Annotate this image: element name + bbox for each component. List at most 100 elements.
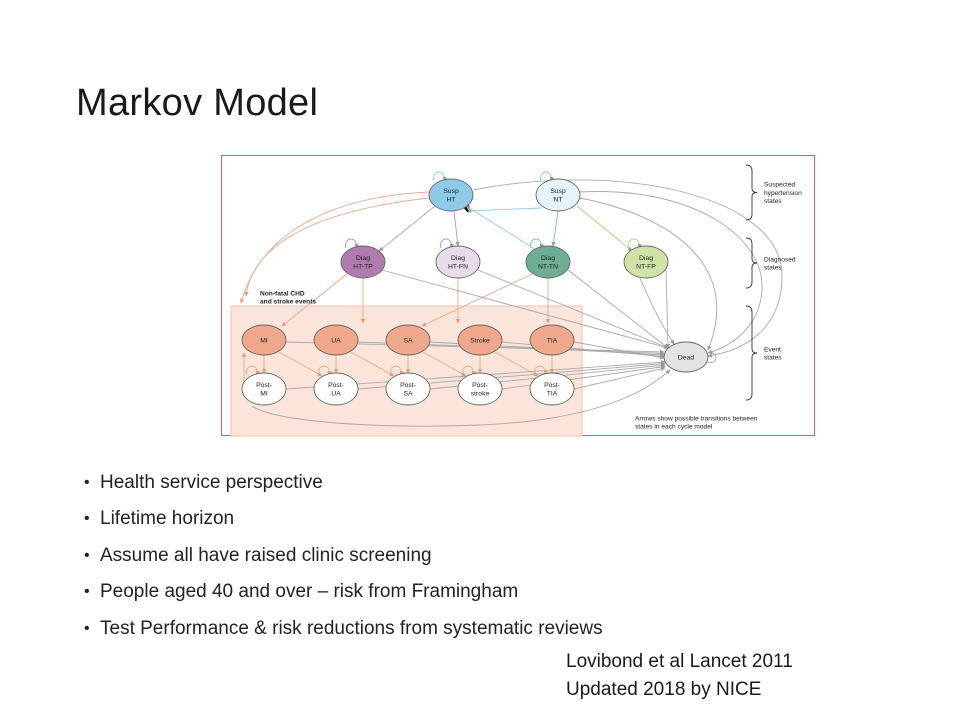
citation: Lovibond et al Lancet 2011 Updated 2018 … xyxy=(566,648,793,704)
state-ellipse xyxy=(428,178,474,212)
transition-arrow xyxy=(501,341,665,359)
state-label-tia: TIA xyxy=(547,337,558,344)
citation-line-1: Lovibond et al Lancet 2011 xyxy=(566,651,793,672)
bullet-item: • Health service perspective xyxy=(84,470,603,506)
state-node-dead: Dead xyxy=(663,341,709,373)
state-node-mi: MI xyxy=(241,324,287,356)
state-ellipse xyxy=(241,372,287,406)
state-ellipse xyxy=(529,324,575,356)
transition-arrow xyxy=(477,269,669,349)
bullet-dot: • xyxy=(84,474,90,491)
state-ellipse xyxy=(623,245,669,279)
transition-arrow xyxy=(453,210,460,247)
transition-arrow xyxy=(540,171,555,182)
bullet-item: •People aged 40 and over – risk from Fra… xyxy=(84,579,603,615)
state-label-post-mi: Post-MI xyxy=(256,382,272,397)
state-ellipse xyxy=(457,372,503,406)
bullet-text: Test Performance & risk reductions from … xyxy=(100,617,603,639)
state-label-post-stroke: Post-stroke xyxy=(471,382,490,397)
transition-arrow xyxy=(251,369,671,427)
transition-arrow xyxy=(281,273,348,327)
state-ellipse xyxy=(663,341,709,373)
bracket-icon xyxy=(745,305,758,401)
state-ellipse xyxy=(340,245,386,279)
transition-arrow xyxy=(433,171,448,182)
state-label-mi: MI xyxy=(260,337,268,344)
transition-arrow xyxy=(246,365,261,376)
state-ellipse xyxy=(457,324,503,356)
state-ellipse xyxy=(529,372,575,406)
state-ellipse xyxy=(313,324,359,356)
transition-arrow xyxy=(345,238,360,249)
transition-arrow xyxy=(239,191,430,304)
state-ellipse xyxy=(385,372,431,406)
transition-arrow xyxy=(665,269,671,349)
transition-arrow xyxy=(530,238,545,249)
transition-arrow xyxy=(705,349,717,364)
bullet-dot: • xyxy=(84,619,90,637)
citation-line-2: Updated 2018 by NICE xyxy=(566,679,762,700)
transition-arrow xyxy=(350,351,395,377)
transition-arrow xyxy=(628,238,643,249)
transition-arrow xyxy=(579,197,718,351)
state-label-post-ua: Post-UA xyxy=(328,382,344,397)
bullet-item: • Test Performance & risk reductions from… xyxy=(84,616,603,652)
state-ellipse xyxy=(435,245,481,279)
state-node-post-mi: Post-MI xyxy=(241,372,287,406)
state-label-sa: SA xyxy=(403,337,413,344)
transition-arrow xyxy=(465,205,539,252)
state-label-ua: UA xyxy=(331,337,341,344)
bullet-dot: • xyxy=(84,546,90,564)
transition-arrow xyxy=(573,366,666,390)
transition-arrow xyxy=(318,365,333,376)
state-node-tia: TIA xyxy=(529,324,575,356)
bracket-icon xyxy=(745,237,758,289)
bullet-dot: • xyxy=(84,510,90,528)
transition-arrow xyxy=(472,179,783,358)
bullet-text: Lifetime horizon xyxy=(100,508,235,530)
state-ellipse xyxy=(535,178,581,212)
transition-arrow xyxy=(422,351,467,377)
transition-arrow xyxy=(378,205,436,252)
transition-arrow xyxy=(462,365,477,376)
bullet-text: People aged 40 and over – risk from Fram… xyxy=(100,581,519,603)
bullet-text: Assume all have raised clinic screening xyxy=(100,544,432,566)
state-node-post-ua: Post-UA xyxy=(313,372,359,406)
transition-arrow xyxy=(576,205,633,252)
bullet-text: Health service perspective xyxy=(100,472,323,493)
state-node-ua: UA xyxy=(313,324,359,356)
state-label-stroke: Stroke xyxy=(470,337,490,344)
transition-arrow xyxy=(579,191,763,355)
transition-arrow xyxy=(567,269,669,349)
bullet-item: • Lifetime horizon xyxy=(84,506,603,542)
transition-arrow xyxy=(390,365,405,376)
transition-arrow xyxy=(244,197,430,297)
transition-arrow xyxy=(639,277,675,345)
state-ellipse xyxy=(313,372,359,406)
transition-arrow xyxy=(278,351,323,377)
state-ellipse xyxy=(385,324,431,356)
state-node-post-stroke: Post-stroke xyxy=(457,372,503,406)
transition-arrow xyxy=(501,364,666,390)
slide-title: Markov Model xyxy=(76,82,319,124)
state-node-post-tia: Post-TIA xyxy=(529,372,575,406)
state-node-sa: SA xyxy=(385,324,431,356)
